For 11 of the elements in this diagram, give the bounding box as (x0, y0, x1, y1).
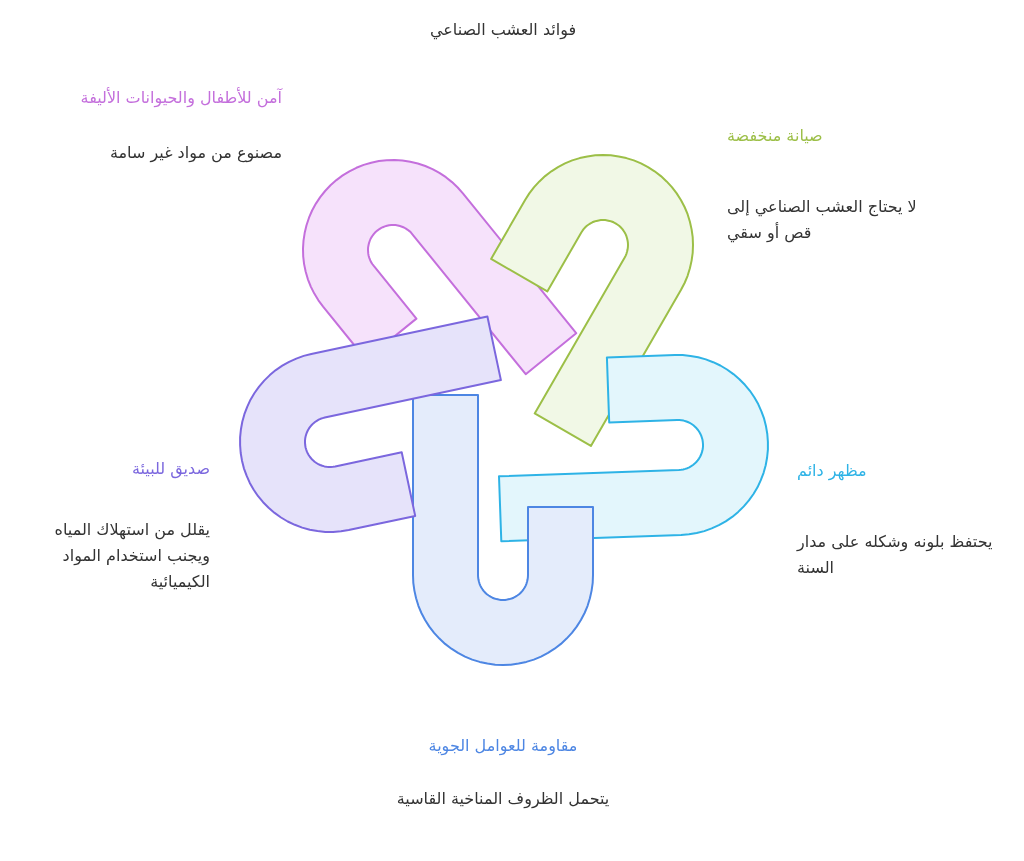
feature-heading: آمن للأطفال والحيوانات الأليفة (79, 86, 282, 110)
feature-description: يقلل من استهلاك المياه ويجنب استخدام المواد الكيميائية (53, 519, 210, 593)
feature-heading: مظهر دائم (797, 460, 868, 483)
feature-heading: صديق للبيئة (130, 458, 210, 481)
feature-description: لا يحتاج العشب الصناعي إلى قص أو سقي (727, 196, 918, 245)
feature-heading: صيانة منخفضة (727, 125, 824, 147)
feature-description: يتحمل الظروف المناخية القاسية (395, 788, 611, 811)
title: فوائد العشب الصناعي (428, 20, 578, 39)
feature-description: يحتفظ بلونه وشكله على مدار السنة (797, 531, 994, 579)
feature-description: مصنوع من مواد غير سامة (108, 142, 282, 165)
feature-heading: مقاومة للعوامل الجوية (427, 735, 579, 758)
